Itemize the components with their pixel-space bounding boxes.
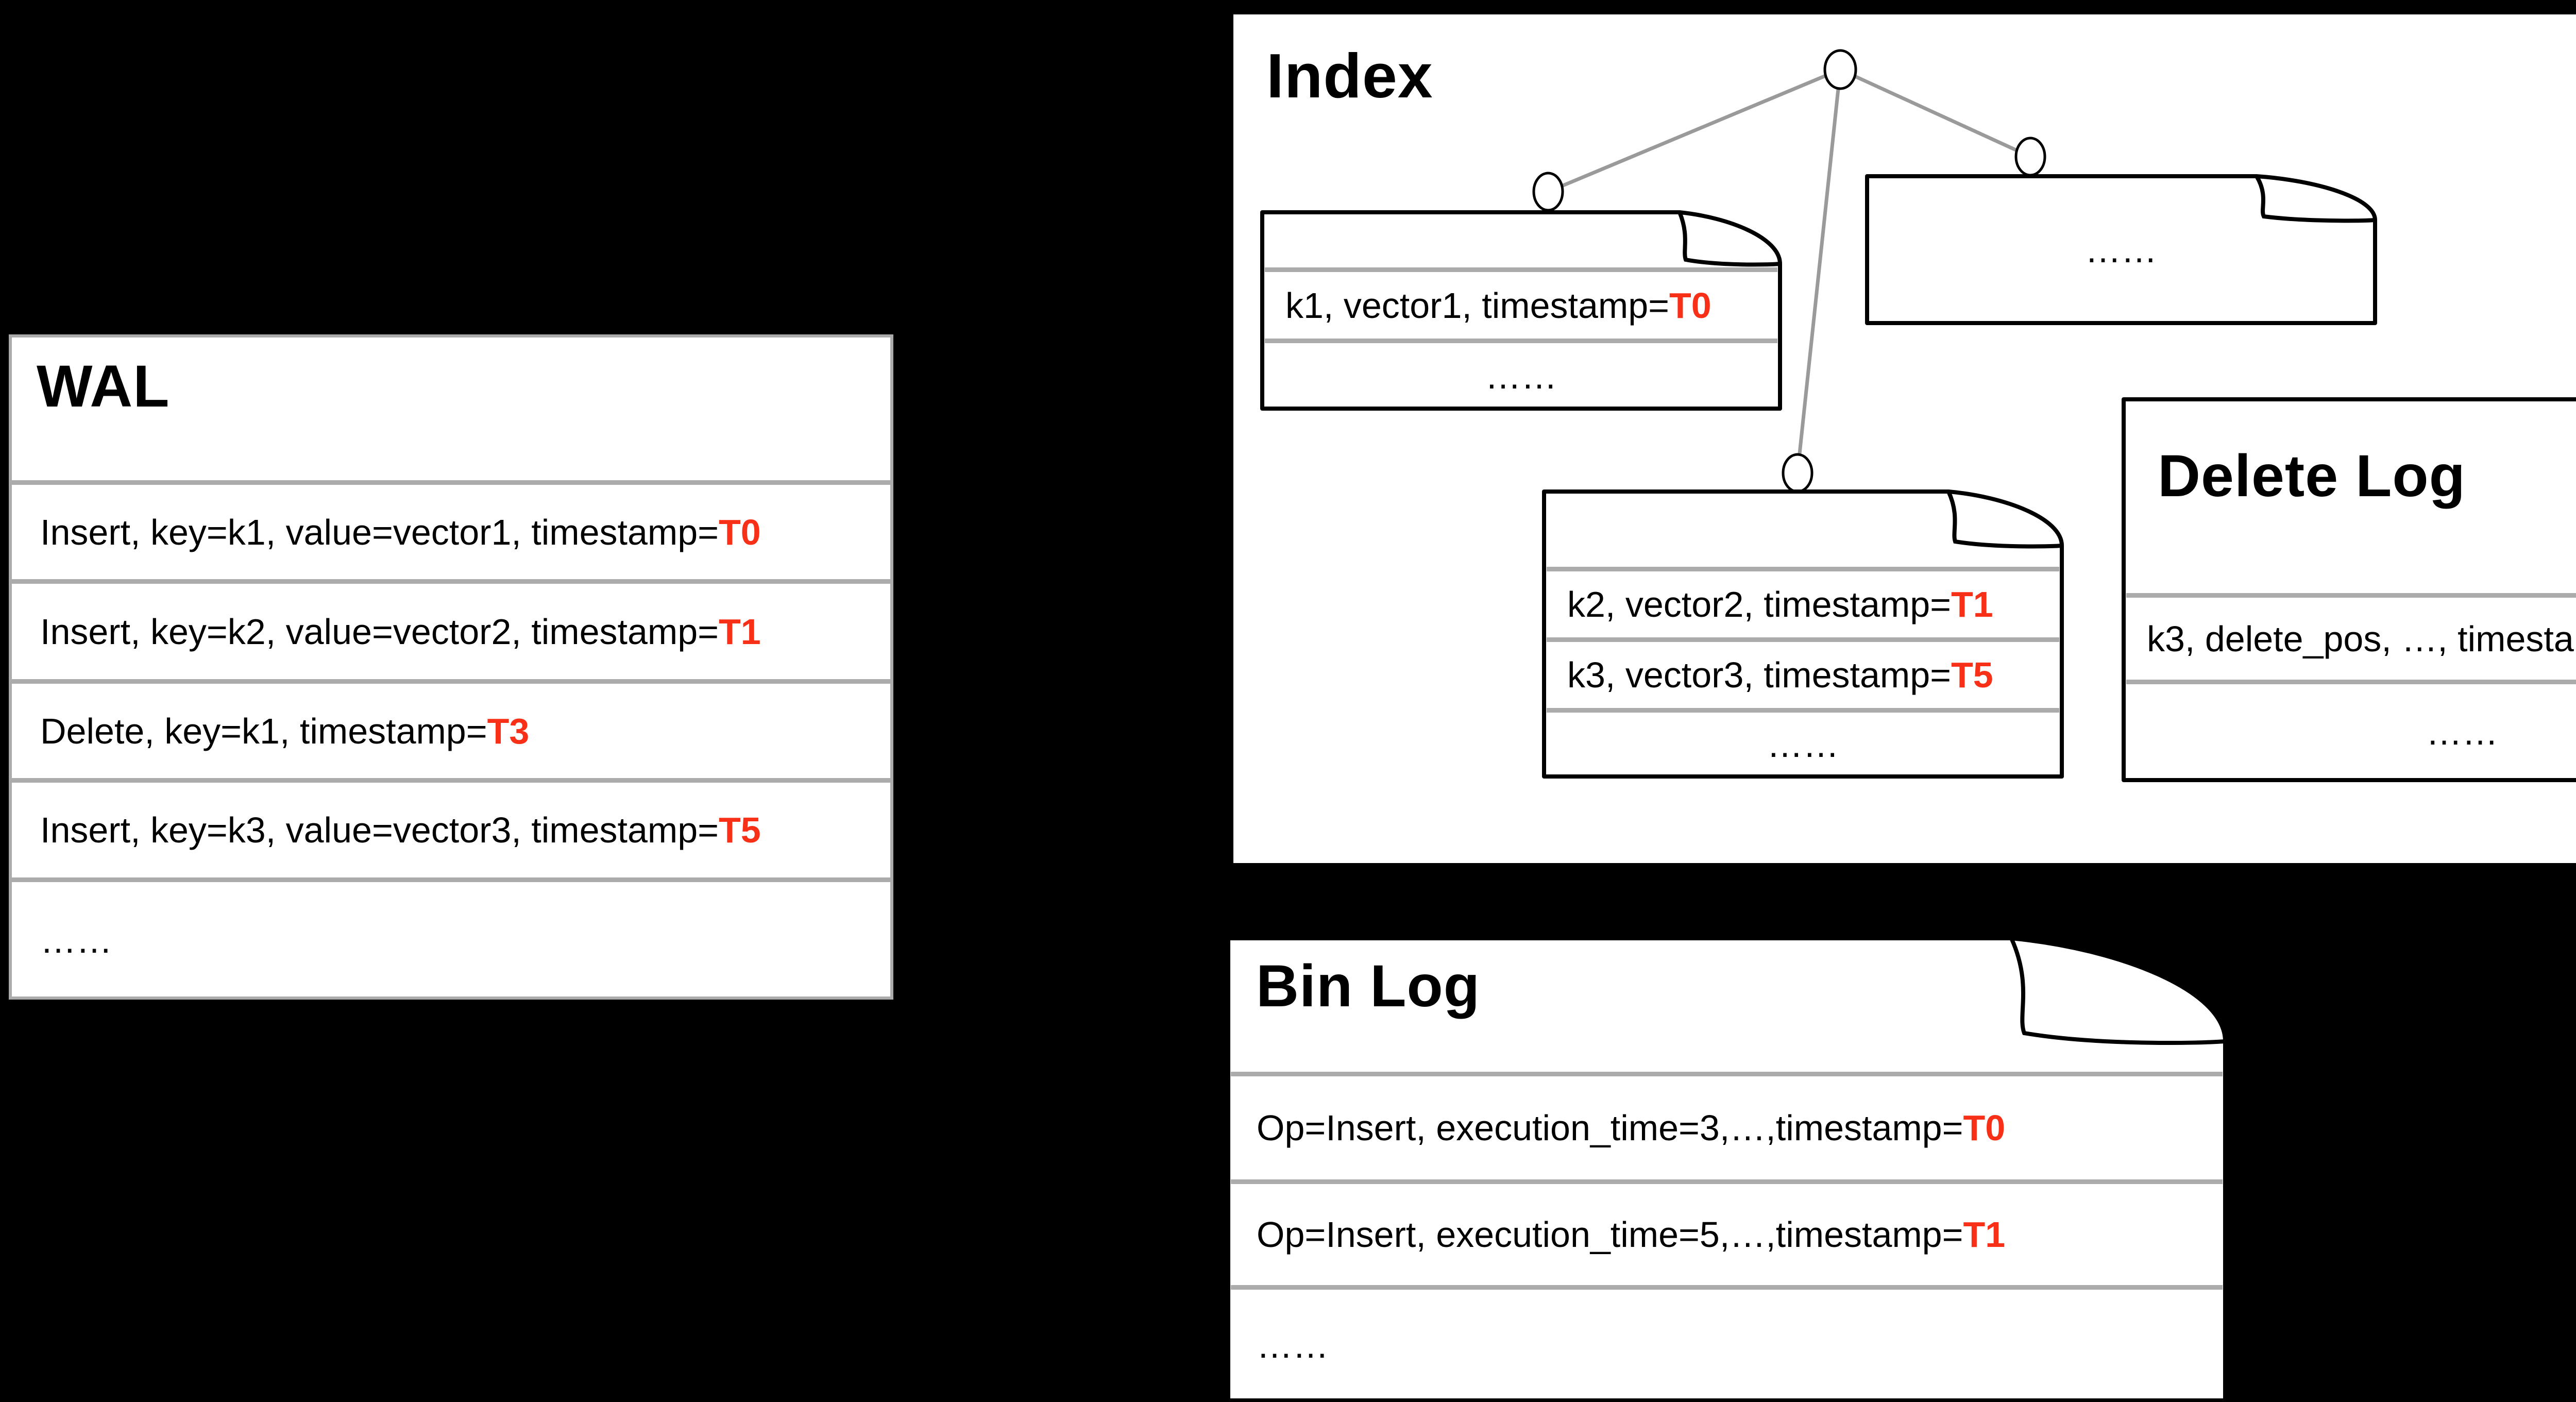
bin-log-row-t1: Op=Insert, execution_time=5,…,timestamp=…: [1228, 1184, 2225, 1285]
bin-log-row-text: ……: [1257, 1325, 1329, 1365]
wal-row-text: Insert, key=k3, value=vector3, timestamp…: [40, 810, 719, 850]
bin-log-row-text: Op=Insert, execution_time=5,…,timestamp=: [1257, 1214, 1963, 1255]
separator: [1547, 567, 2059, 571]
tree-edge-root-left: [1547, 67, 1841, 194]
tree-node-root: [1823, 49, 1857, 90]
folded-corner: [2255, 174, 2377, 223]
separator: [1547, 637, 2059, 642]
timestamp-accent: T3: [487, 711, 530, 751]
delete-log-title: Delete Log: [2158, 443, 2466, 509]
timestamp-accent: T0: [1963, 1108, 2006, 1148]
index-panel: Index k1, vector1, timestamp=T0 ……: [1233, 14, 2576, 863]
segment-row-text: k3, vector3, timestamp=: [1567, 655, 1952, 695]
bin-log-row-text: Op=Insert, execution_time=3,…,timestamp=: [1257, 1108, 1963, 1148]
wal-row-text: ……: [40, 920, 112, 960]
wal-title: WAL: [37, 353, 170, 419]
separator: [1231, 1179, 2223, 1184]
folded-corner: [1677, 210, 1782, 267]
document-outline: [1226, 936, 2227, 1402]
wal-row-insert-k1: Insert, key=k1, value=vector1, timestamp…: [12, 480, 890, 579]
separator: [1265, 339, 1777, 343]
separator: [2126, 593, 2576, 598]
tree-node-left: [1532, 172, 1564, 212]
wal-row-insert-k3: Insert, key=k3, value=vector3, timestamp…: [12, 778, 890, 877]
wal-row-text: Insert, key=k2, value=vector2, timestamp…: [40, 611, 719, 652]
bin-log-row-t0: Op=Insert, execution_time=3,…,timestamp=…: [1228, 1076, 2225, 1179]
segment-row-text: ……: [1767, 724, 1839, 765]
timestamp-accent: T5: [719, 810, 761, 850]
delete-log-row-ellipsis: ……: [2124, 684, 2576, 780]
segment-row-ellipsis: ……: [1262, 343, 1780, 409]
index-segment-k1-doc: k1, vector1, timestamp=T0 ……: [1260, 210, 1782, 411]
index-tree: [1532, 49, 2046, 493]
delete-log-doc: Delete Log k3, delete_pos, …, timestamp=…: [2122, 397, 2576, 782]
segment-row-k3: k3, vector3, timestamp=T5: [1544, 642, 2062, 708]
delete-log-row-k3: k3, delete_pos, …, timestamp=T3: [2124, 598, 2576, 680]
wal-row-delete-k1: Delete, key=k1, timestamp=T3: [12, 679, 890, 778]
timestamp-accent: T1: [719, 611, 761, 652]
separator: [1231, 1072, 2223, 1076]
separator: [1547, 708, 2059, 713]
segment-row-ellipsis: ……: [1544, 713, 2062, 776]
segment-row-text: k2, vector2, timestamp=: [1567, 584, 1952, 624]
bin-log-doc: Bin Log Op=Insert, execution_time=3,…,ti…: [1226, 936, 2227, 1402]
segment-row-ellipsis: ……: [1867, 176, 2375, 323]
index-segment-more-doc: ……: [1865, 174, 2377, 325]
document-outline: [2122, 397, 2576, 782]
separator: [1231, 1285, 2223, 1290]
segment-row-k1: k1, vector1, timestamp=T0: [1262, 272, 1780, 339]
tree-node-middle: [1782, 453, 1814, 493]
wal-row-text: Delete, key=k1, timestamp=: [40, 711, 487, 751]
wal-row-text: Insert, key=k1, value=vector1, timestamp…: [40, 512, 719, 552]
bin-log-title: Bin Log: [1256, 953, 1480, 1019]
wal-row-insert-k2: Insert, key=k2, value=vector2, timestamp…: [12, 579, 890, 679]
timestamp-accent: T5: [1951, 655, 1993, 695]
delete-log-row-text: k3, delete_pos, …, timestamp=: [2147, 618, 2576, 659]
timestamp-accent: T1: [1963, 1214, 2006, 1255]
segment-row-text: ……: [2085, 229, 2157, 270]
bin-log-row-ellipsis: ……: [1228, 1290, 2225, 1400]
index-segment-k2k3-doc: k2, vector2, timestamp=T1 k3, vector3, t…: [1542, 489, 2064, 779]
index-title: Index: [1266, 41, 1433, 111]
wal-table: WAL Insert, key=k1, value=vector1, times…: [9, 334, 893, 1000]
segment-row-k2: k2, vector2, timestamp=T1: [1544, 571, 2062, 637]
wal-row-ellipsis: ……: [12, 877, 890, 998]
timestamp-accent: T1: [1951, 584, 1993, 624]
delete-log-row-text: ……: [2426, 712, 2498, 752]
tree-node-right: [2014, 137, 2046, 177]
folded-corner: [2009, 936, 2227, 1045]
tree-edge-root-right: [1839, 67, 2031, 159]
folded-corner: [1946, 489, 2064, 549]
segment-row-text: k1, vector1, timestamp=: [1285, 285, 1670, 326]
tree-edge-root-middle: [1795, 69, 1842, 474]
separator: [1265, 267, 1777, 272]
segment-row-text: ……: [1485, 356, 1557, 396]
separator: [2126, 680, 2576, 684]
timestamp-accent: T0: [1669, 285, 1711, 326]
timestamp-accent: T0: [719, 512, 761, 552]
